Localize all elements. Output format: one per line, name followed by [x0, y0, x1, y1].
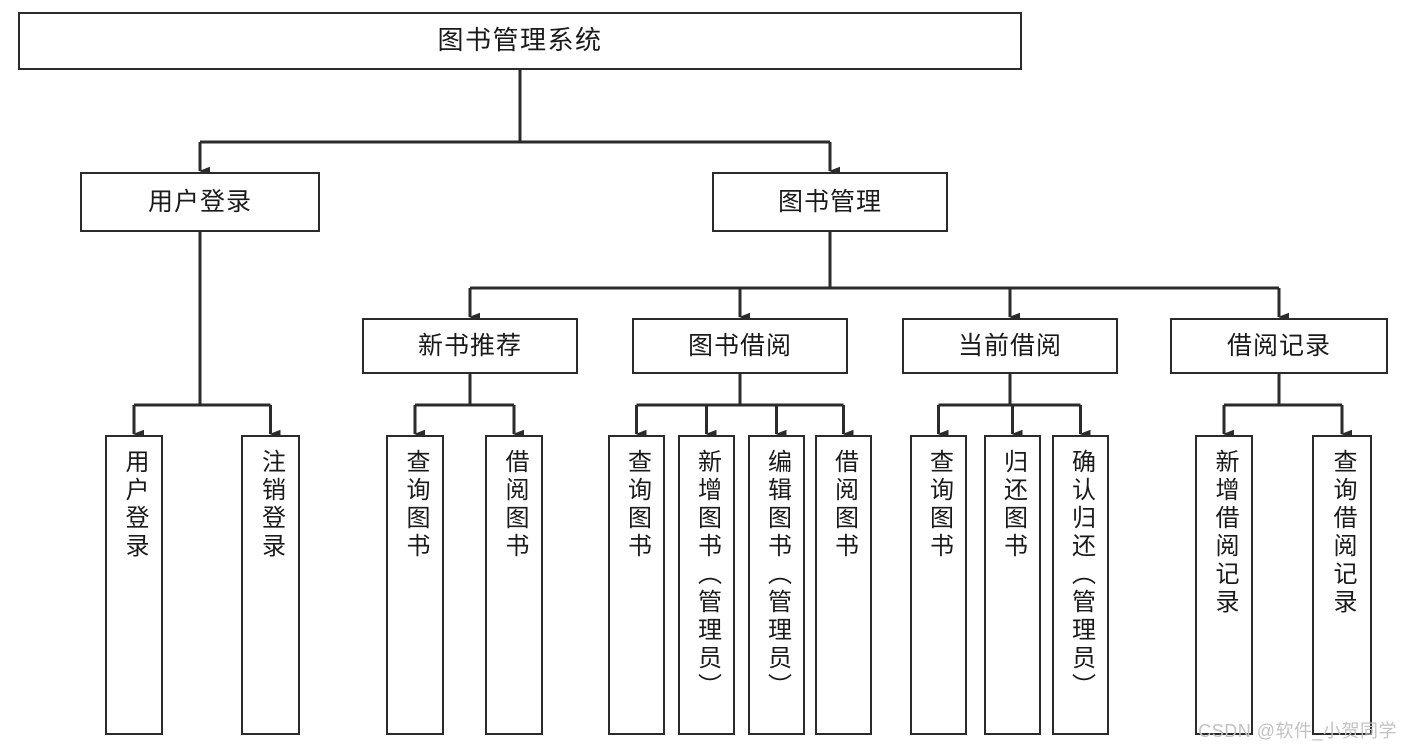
csdn-watermark: CSDN @软件_小贺同学	[1198, 721, 1397, 741]
node-label: 借阅图书	[830, 449, 858, 561]
node-label: 新增借阅记录	[1211, 449, 1238, 617]
node-label: 图书管理	[777, 188, 882, 216]
node-label: 查询图书	[623, 449, 651, 561]
node-label: 编辑图书（管理员）	[763, 449, 791, 701]
node-l_edit[interactable]: 编辑图书（管理员）	[748, 435, 805, 735]
node-n_bookmgr[interactable]: 图书管理	[712, 172, 948, 232]
node-n_borrow[interactable]: 图书借阅	[632, 318, 848, 374]
node-l_qrec[interactable]: 查询借阅记录	[1312, 435, 1372, 735]
node-l_q3[interactable]: 查询图书	[910, 435, 967, 735]
node-label: 新书推荐	[417, 332, 522, 360]
node-n_history[interactable]: 借阅记录	[1170, 318, 1388, 374]
node-label: 图书借阅	[687, 332, 792, 360]
node-label: 新增图书（管理员）	[693, 449, 721, 701]
node-label: 图书管理系统	[437, 25, 603, 56]
node-label: 用户登录	[121, 449, 148, 561]
node-l_add[interactable]: 新增图书（管理员）	[678, 435, 735, 735]
node-l_q1[interactable]: 查询图书	[386, 435, 444, 735]
node-l_confirm[interactable]: 确认归还（管理员）	[1052, 435, 1109, 735]
node-label: 查询图书	[402, 449, 429, 561]
node-l_return[interactable]: 归还图书	[984, 435, 1041, 735]
node-l_addrec[interactable]: 新增借阅记录	[1195, 435, 1253, 735]
node-n_newrec[interactable]: 新书推荐	[362, 318, 578, 374]
node-l_userlogin[interactable]: 用户登录	[105, 435, 163, 735]
node-label: 查询图书	[925, 449, 953, 561]
node-label: 归还图书	[999, 449, 1027, 561]
node-label: 确认归还（管理员）	[1067, 449, 1095, 701]
node-label: 查询借阅记录	[1329, 449, 1356, 617]
node-l_b1[interactable]: 借阅图书	[485, 435, 543, 735]
node-label: 当前借阅	[957, 332, 1062, 360]
node-n_current[interactable]: 当前借阅	[902, 318, 1118, 374]
node-l_b2[interactable]: 借阅图书	[815, 435, 872, 735]
node-root[interactable]: 图书管理系统	[18, 12, 1022, 70]
node-label: 借阅图书	[501, 449, 528, 561]
node-label: 用户登录	[147, 188, 252, 216]
node-label: 注销登录	[257, 449, 285, 561]
node-l_logout[interactable]: 注销登录	[241, 435, 300, 735]
node-n_login[interactable]: 用户登录	[80, 172, 320, 232]
node-label: 借阅记录	[1226, 332, 1331, 360]
node-l_q2[interactable]: 查询图书	[608, 435, 665, 735]
